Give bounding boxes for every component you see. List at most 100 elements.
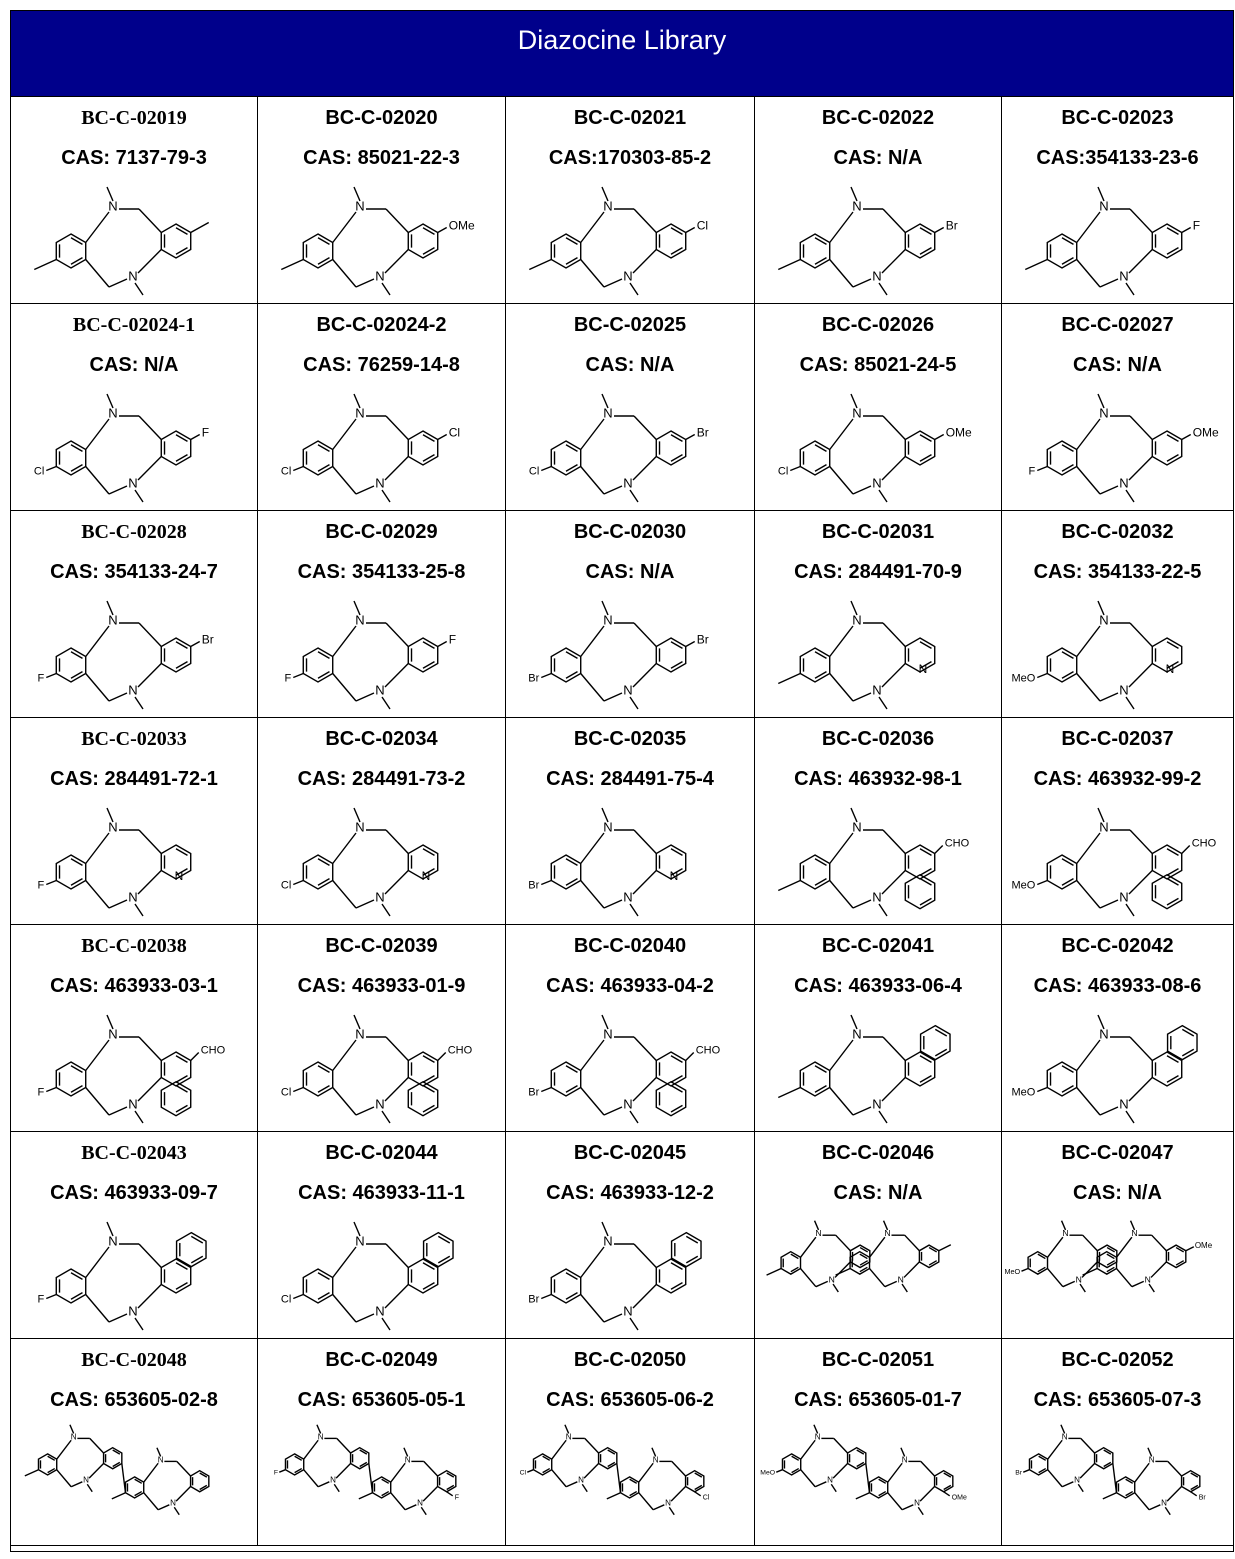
methyl-bond [629,696,639,710]
bond [1099,485,1119,495]
nitrogen-label: N [852,405,861,420]
cas-number: CAS: 463933-04-2 [546,975,714,997]
right-aromatic-ring [904,637,936,673]
bond [882,415,906,440]
methyl-bond [1125,903,1135,917]
methyl-bond [381,282,391,296]
right-substituent-label: CHO [696,1044,721,1056]
cas-number: CAS: 284491-72-1 [50,768,218,790]
bond [603,1106,623,1116]
double-bond [190,1255,204,1264]
double-bond [1166,434,1179,442]
methyl-bond [111,1492,126,1500]
methyl-bond [850,186,858,202]
bond [829,418,854,450]
cas-number: CAS:354133-23-6 [1036,147,1199,169]
double-bond [859,1246,869,1253]
nitrogen-label: N [375,268,384,283]
nitrogen-label: N [623,475,632,490]
structure-svg: NNN [777,600,936,710]
bond [1076,1087,1101,1116]
substituent-bond [1181,226,1192,234]
bond [1151,1234,1167,1252]
double-bond [1061,444,1074,452]
double-bond [317,878,330,886]
double-bond [47,1467,56,1474]
bond [384,249,409,274]
right-aromatic-ring [904,430,936,466]
right-aromatic-ring [904,223,936,259]
double-bond [791,1467,800,1474]
double-bond [565,1272,578,1280]
right-aromatic-ring [436,1469,457,1493]
methyl-bond [134,282,144,296]
bond [920,1460,936,1477]
double-bond [317,1272,330,1280]
right-aromatic-ring [655,844,687,880]
nitrogen-label: N [872,1096,881,1111]
methyl-bond [353,393,361,409]
left-benzene-ring [37,1453,58,1476]
bond [632,663,657,688]
methyl-bond [601,600,609,616]
double-bond [1106,1246,1116,1253]
bond [632,1077,657,1102]
bond [852,278,872,288]
substituent-bond [293,465,304,472]
bond [56,1439,72,1460]
bond [70,1481,83,1488]
double-bond [670,434,683,442]
bond [800,1469,816,1488]
methyl-bond [835,1267,851,1276]
bond [829,1039,854,1071]
double-bond [1061,858,1074,866]
methyl-bond [69,1424,75,1434]
nitrogen-label: N [108,819,117,834]
double-bond [175,454,188,462]
bond [633,415,657,440]
methyl-bond [629,1110,639,1124]
left-benzene-ring [780,1250,802,1275]
left-substituent-label: F [38,1086,45,1098]
double-bond [814,858,827,866]
double-bond [175,227,188,235]
methyl-bond [629,903,639,917]
left-substituent-label: F [1029,465,1036,477]
double-bond [919,1055,932,1063]
compound-code: BC-C-02022 [821,107,935,129]
substituent-bond [685,433,696,441]
double-bond [422,1075,435,1083]
double-bond [814,671,827,679]
substituent-bond [541,1086,552,1093]
compound-code: BC-C-02024-1 [72,314,196,336]
right-aromatic-ring [655,430,687,466]
bond [580,625,605,657]
substituent-bond [1190,1491,1198,1497]
bond [881,456,906,481]
double-bond [1166,641,1179,649]
naphthalene-ring [904,873,936,910]
left-benzene-ring [1115,1476,1136,1499]
double-bond [856,1461,865,1468]
substituent-bond [1181,845,1191,854]
bond [384,456,409,481]
substituent-bond [293,879,304,886]
bond [85,673,110,702]
methyl-bond [878,489,888,503]
double-bond [919,434,932,442]
bond [137,456,162,481]
double-bond [919,848,932,856]
structure-svg: NN [777,1014,951,1124]
compound-code: BC-C-02028 [81,521,187,543]
double-bond [70,257,83,265]
right-aromatic-ring [160,1051,192,1087]
methyl-bond [1102,1492,1117,1500]
